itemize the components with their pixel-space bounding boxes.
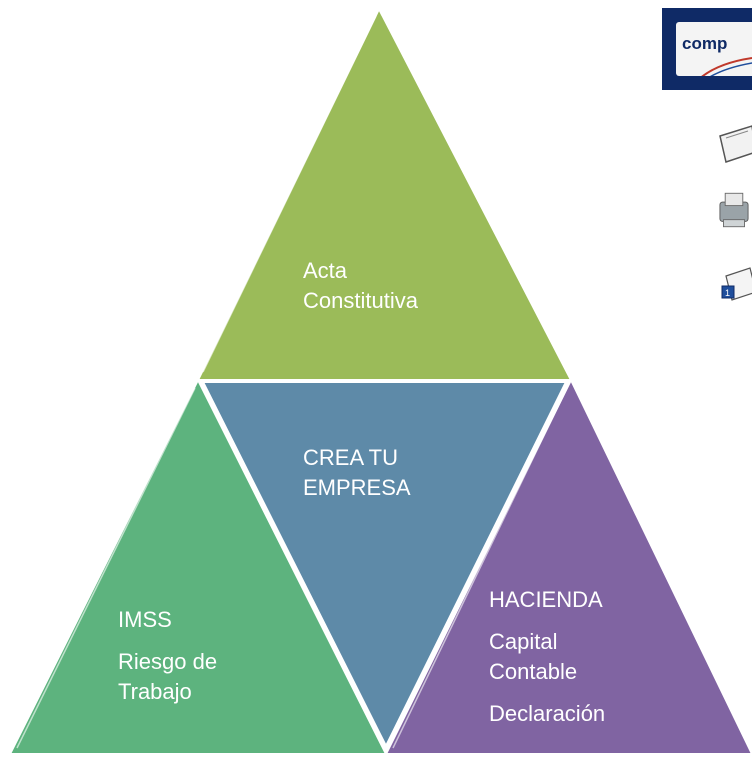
- notepad-icon: 1: [721, 267, 752, 301]
- logo-text: comp: [682, 34, 728, 53]
- top-label: Acta Constitutiva: [303, 256, 418, 316]
- center-label-line: CREA TU: [303, 445, 398, 470]
- left-title: IMSS: [118, 607, 172, 632]
- left-item: Riesgo de: [118, 649, 218, 674]
- center-label-line: EMPRESA: [303, 475, 411, 500]
- left-triangle: [8, 377, 388, 755]
- svg-text:1: 1: [725, 288, 730, 298]
- right-item: Contable: [489, 659, 578, 684]
- note-icon: [719, 125, 752, 163]
- right-label: HACIENDA Capital Contable Declaración: [489, 585, 605, 729]
- left-label: IMSS Riesgo de Trabajo: [118, 605, 217, 707]
- company-logo: comp: [662, 8, 752, 90]
- center-triangle: [201, 381, 568, 749]
- printer-icon: [719, 192, 749, 228]
- right-triangle: [384, 377, 752, 755]
- right-item: Declaración: [489, 701, 606, 726]
- logo-swoosh-icon: [701, 57, 752, 76]
- right-title: HACIENDA: [489, 587, 603, 612]
- center-label: CREA TU EMPRESA: [303, 443, 411, 503]
- top-triangle: [196, 6, 573, 381]
- top-label-line: Constitutiva: [303, 288, 418, 313]
- right-item: Capital: [489, 629, 558, 654]
- left-item: Trabajo: [118, 679, 192, 704]
- top-label-line: Acta: [303, 258, 348, 283]
